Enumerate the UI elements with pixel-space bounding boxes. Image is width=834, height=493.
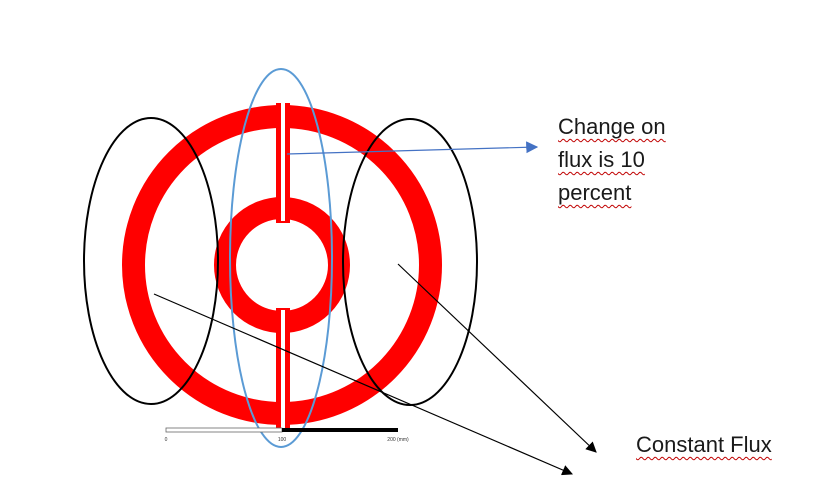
inner-core-ring xyxy=(214,197,350,333)
scale-tick-0: 0 xyxy=(165,437,168,443)
center-slot-upper xyxy=(281,103,285,221)
scale-tick-200: 200 (mm) xyxy=(387,437,409,443)
center-flux-ellipse xyxy=(229,68,333,448)
constant-flux-label-text: Constant Flux xyxy=(636,432,772,457)
constant-arrow-right xyxy=(397,263,597,453)
change-flux-label-line-1: Change on xyxy=(558,114,666,139)
change-arrow xyxy=(286,141,539,155)
change-flux-label: Change on flux is 10 percent xyxy=(558,110,738,209)
scale-bar: 0 100 200 (mm) xyxy=(165,427,409,443)
scale-tick-100: 100 xyxy=(278,437,287,443)
left-flux-ellipse xyxy=(83,117,219,405)
center-slot-lower xyxy=(281,310,285,428)
right-flux-ellipse xyxy=(342,118,478,406)
constant-arrow-left xyxy=(153,293,573,476)
change-flux-label-line-2: flux is 10 xyxy=(558,147,645,172)
change-flux-label-line-3: percent xyxy=(558,180,632,205)
constant-flux-label: Constant Flux xyxy=(636,428,826,461)
